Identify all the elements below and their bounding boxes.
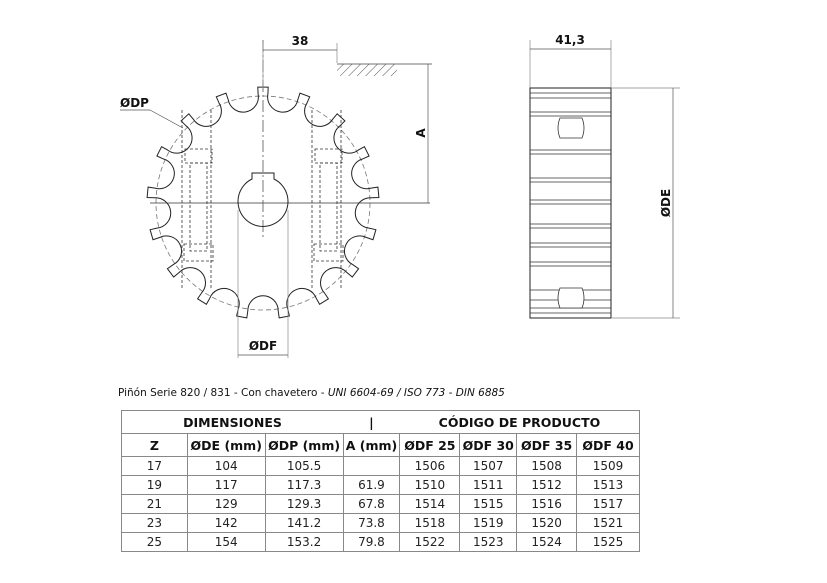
dimension-de-label: ØDE xyxy=(659,189,673,217)
table-cell: 21 xyxy=(121,494,188,514)
table-cell: 1524 xyxy=(516,532,578,552)
table-cell: 141.2 xyxy=(264,513,344,533)
dp-leader-line xyxy=(149,109,184,129)
table-cell: 67.8 xyxy=(342,494,401,514)
table-cell: 1518 xyxy=(399,513,461,533)
table-cell: 1514 xyxy=(399,494,461,514)
column-header: ØDP (mm) xyxy=(264,433,344,457)
table-cell: 142 xyxy=(186,513,266,533)
table-cell: 61.9 xyxy=(342,475,401,495)
column-header: ØDF 30 xyxy=(459,433,518,457)
table-cell: 1509 xyxy=(576,456,640,476)
table-cell: 1511 xyxy=(459,475,518,495)
dimension-dp-label: ØDP xyxy=(120,96,149,110)
table-cell: 1520 xyxy=(516,513,578,533)
bolt-right xyxy=(311,110,344,290)
table-cell: 104 xyxy=(186,456,266,476)
table-cell: 154 xyxy=(186,532,266,552)
technical-drawing: 38 A ØDP ØDF 41,3 ØDE xyxy=(120,33,680,358)
table-cell: 1513 xyxy=(576,475,640,495)
table-cell: 1515 xyxy=(459,494,518,514)
side-tooth-top xyxy=(557,117,585,139)
side-tooth-bottom xyxy=(557,287,585,309)
bolt-left xyxy=(181,110,214,290)
group-product-code: CÓDIGO DE PRODUCTO xyxy=(399,410,640,434)
table-cell: 17 xyxy=(121,456,188,476)
table-cell: 23 xyxy=(121,513,188,533)
table-caption: Piñón Serie 820 / 831 - Con chavetero - … xyxy=(118,387,505,399)
side-body xyxy=(529,87,612,319)
hatched-surface xyxy=(337,64,397,76)
table-cell: 1508 xyxy=(516,456,578,476)
table-cell: 1523 xyxy=(459,532,518,552)
table-cell: 1519 xyxy=(459,513,518,533)
table-cell: 117.3 xyxy=(264,475,344,495)
caption-text: Piñón Serie 820 / 831 - Con chavetero - xyxy=(118,387,328,399)
group-dimensions: DIMENSIONES xyxy=(121,410,343,434)
table-cell xyxy=(342,456,401,476)
table-cell: 1507 xyxy=(459,456,518,476)
table-cell: 19 xyxy=(121,475,188,495)
table-cell: 1510 xyxy=(399,475,461,495)
table-cell: 79.8 xyxy=(342,532,401,552)
table-group-header: DIMENSIONES | CÓDIGO DE PRODUCTO xyxy=(121,410,640,434)
column-header: ØDF 40 xyxy=(576,433,640,457)
table-cell: 117 xyxy=(186,475,266,495)
table-cell: 1516 xyxy=(516,494,578,514)
table-cell: 73.8 xyxy=(342,513,401,533)
table-cell: 153.2 xyxy=(264,532,344,552)
table-cell: 1525 xyxy=(576,532,640,552)
column-header: Z xyxy=(121,433,188,457)
table-cell: 129 xyxy=(186,494,266,514)
column-header: ØDF 35 xyxy=(516,433,578,457)
sprocket-side-view: 41,3 ØDE xyxy=(529,33,680,319)
table-cell: 1522 xyxy=(399,532,461,552)
table-cell: 129.3 xyxy=(264,494,344,514)
dimension-41-label: 41,3 xyxy=(555,33,585,47)
table-cell: 1512 xyxy=(516,475,578,495)
table-cell: 1517 xyxy=(576,494,640,514)
dimension-a-label: A xyxy=(414,128,428,138)
keyway-bore xyxy=(237,172,289,227)
table-cell: 105.5 xyxy=(264,456,344,476)
table-cell: 1521 xyxy=(576,513,640,533)
table-cell: 1506 xyxy=(399,456,461,476)
sprocket-outline xyxy=(146,86,380,319)
table-cell: 25 xyxy=(121,532,188,552)
column-header: ØDF 25 xyxy=(399,433,461,457)
column-header: A (mm) xyxy=(342,433,401,457)
caption-standards: UNI 6604-69 / ISO 773 - DIN 6885 xyxy=(327,387,505,399)
dimension-38-label: 38 xyxy=(292,34,309,48)
dimension-df-label: ØDF xyxy=(249,339,277,353)
group-separator: | xyxy=(343,410,400,434)
sprocket-front-view: 38 A ØDP ØDF xyxy=(120,34,432,358)
column-header: ØDE (mm) xyxy=(186,433,266,457)
